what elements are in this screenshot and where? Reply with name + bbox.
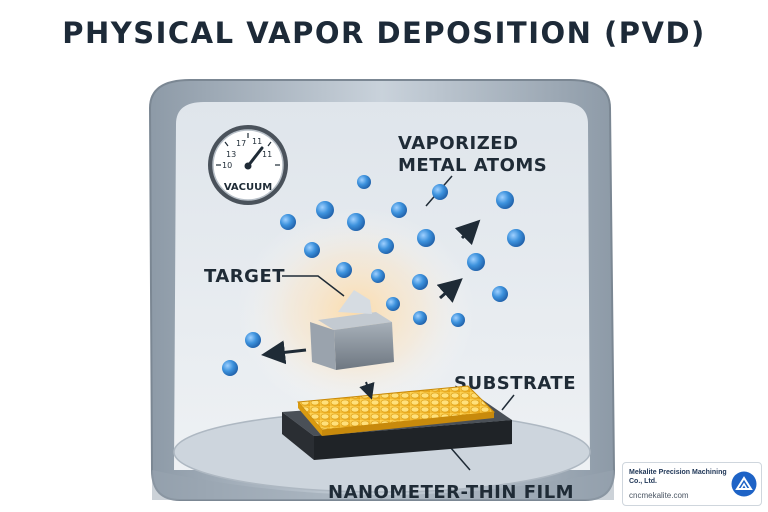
atom <box>245 332 261 348</box>
label-vaporized-line1: VAPORIZED <box>398 133 518 154</box>
thin-film <box>296 385 496 436</box>
atom <box>507 229 525 247</box>
leader-target <box>282 275 345 297</box>
gauge-number: 17 <box>236 139 246 148</box>
atom <box>347 213 365 231</box>
label-substrate: SUBSTRATE <box>454 373 576 394</box>
arrow-down <box>359 381 375 400</box>
atom <box>432 184 448 200</box>
leader-substrate <box>501 394 515 411</box>
atom <box>316 201 334 219</box>
label-vaporized-line2: METAL ATOMS <box>398 155 547 176</box>
atom <box>378 238 394 254</box>
gauge-number: 11 <box>262 150 272 159</box>
atom <box>413 311 427 325</box>
gauge-number: 13 <box>226 150 236 159</box>
gauge-number: 11 <box>252 137 262 146</box>
atom <box>280 214 296 230</box>
vacuum-gauge-icon: 17 11 13 11 10 VACUUM <box>208 125 288 205</box>
atom <box>467 253 485 271</box>
atom <box>304 242 320 258</box>
diagram-title: PHYSICAL VAPOR DEPOSITION (PVD) <box>62 16 706 50</box>
atom <box>391 202 407 218</box>
atom <box>451 313 465 327</box>
label-film: NANOMETER-THIN FILM <box>328 482 574 503</box>
vaporized-atoms <box>222 175 525 376</box>
atom <box>386 297 400 311</box>
arrow-upper <box>454 219 481 246</box>
atom <box>336 262 352 278</box>
atom <box>357 175 371 189</box>
label-target: TARGET <box>204 266 285 287</box>
brand-badge[interactable]: Mekalite Precision Machining Co., Ltd. c… <box>622 462 762 506</box>
atom <box>371 269 385 283</box>
gauge-number: 10 <box>222 161 232 170</box>
atom <box>496 191 514 209</box>
brand-url[interactable]: cncmekalite.com <box>629 491 689 500</box>
atom <box>492 286 508 302</box>
gauge-label: VACUUM <box>224 182 272 193</box>
atom <box>412 274 428 290</box>
brand-name: Mekalite Precision Machining Co., Ltd. <box>629 469 727 485</box>
atom <box>222 360 238 376</box>
atom <box>417 229 435 247</box>
arrow-left <box>261 340 307 365</box>
arrow-lower <box>436 278 463 303</box>
brand-logo-icon <box>731 471 757 497</box>
target-block <box>310 290 394 370</box>
